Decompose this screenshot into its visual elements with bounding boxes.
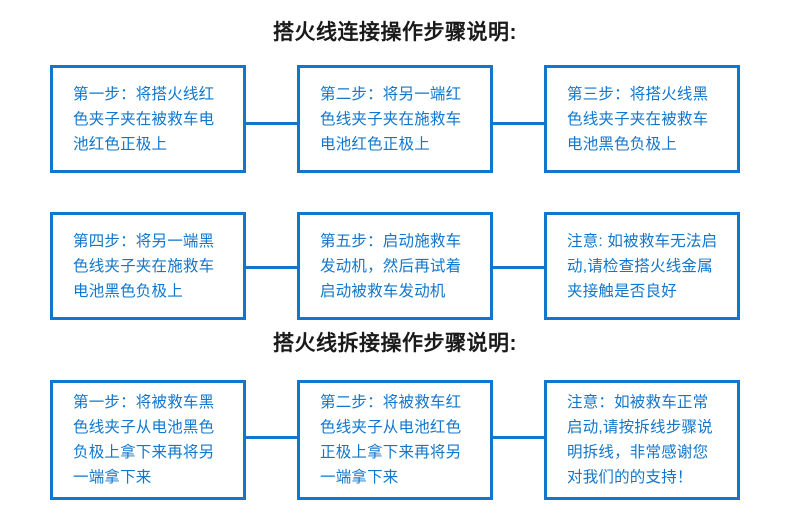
flow-box-step-5-label: 第五步：启动施救车发动机，然后再试着启动被救车发动机 (320, 232, 462, 300)
flow-box-connect-note-label: 注意: 如被救车无法启动,请检查搭火线金属夹接触是否良好 (567, 232, 718, 300)
flow-box-detach-step-2-label: 第二步：将被救车红色线夹子从电池红色正极上拿下来再将另一端拿下来 (320, 394, 462, 486)
connector-step4-step5 (243, 266, 297, 269)
flow-box-step-1[interactable]: 第一步：将搭火线红色夹子夹在被救车电池红色正极上 (50, 65, 246, 173)
flow-row-detach-1: 第一步：将被救车黑色线夹子从电池黑色负极上拿下来再将另一端拿下来 第二步：将被救… (50, 380, 740, 500)
flow-box-connect-note[interactable]: 注意: 如被救车无法启动,请检查搭火线金属夹接触是否良好 (544, 212, 740, 320)
connector-detach-step1-step2 (243, 436, 297, 439)
flow-box-step-4[interactable]: 第四步：将另一端黑色线夹子夹在施救车电池黑色负极上 (50, 212, 246, 320)
flow-row-connect-1: 第一步：将搭火线红色夹子夹在被救车电池红色正极上 第二步：将另一端红色线夹子夹在… (50, 65, 740, 173)
flow-box-step-1-label: 第一步：将搭火线红色夹子夹在被救车电池红色正极上 (73, 85, 215, 153)
flow-box-step-5[interactable]: 第五步：启动施救车发动机，然后再试着启动被救车发动机 (297, 212, 493, 320)
flow-box-detach-step-2[interactable]: 第二步：将被救车红色线夹子从电池红色正极上拿下来再将另一端拿下来 (297, 380, 493, 500)
section-title-detach: 搭火线拆接操作步骤说明: (273, 332, 517, 355)
section-title-connect: 搭火线连接操作步骤说明: (273, 21, 517, 44)
flow-box-step-3[interactable]: 第三步：将搭火线黑色线夹子夹在被救车电池黑色负极上 (544, 65, 740, 173)
flow-box-step-2-label: 第二步：将另一端红色线夹子夹在施救车电池红色正极上 (320, 85, 462, 153)
flow-box-step-4-label: 第四步：将另一端黑色线夹子夹在施救车电池黑色负极上 (73, 232, 215, 300)
connector-step1-step2 (243, 122, 297, 125)
connector-step2-step3 (490, 122, 544, 125)
flow-box-detach-step-1[interactable]: 第一步：将被救车黑色线夹子从电池黑色负极上拿下来再将另一端拿下来 (50, 380, 246, 500)
flow-row-connect-2: 第四步：将另一端黑色线夹子夹在施救车电池黑色负极上 第五步：启动施救车发动机，然… (50, 212, 740, 320)
connector-step5-note (490, 266, 544, 269)
flow-box-step-3-label: 第三步：将搭火线黑色线夹子夹在被救车电池黑色负极上 (567, 85, 709, 153)
flow-box-detach-step-1-label: 第一步：将被救车黑色线夹子从电池黑色负极上拿下来再将另一端拿下来 (73, 394, 215, 486)
flow-box-detach-note[interactable]: 注意：如被救车正常启动,请按拆线步骤说明拆线，非常感谢您对我们的的支持！ (544, 380, 740, 500)
connector-detach-step2-note (490, 436, 544, 439)
flow-box-step-2[interactable]: 第二步：将另一端红色线夹子夹在施救车电池红色正极上 (297, 65, 493, 173)
flow-box-detach-note-label: 注意：如被救车正常启动,请按拆线步骤说明拆线，非常感谢您对我们的的支持！ (567, 394, 713, 486)
